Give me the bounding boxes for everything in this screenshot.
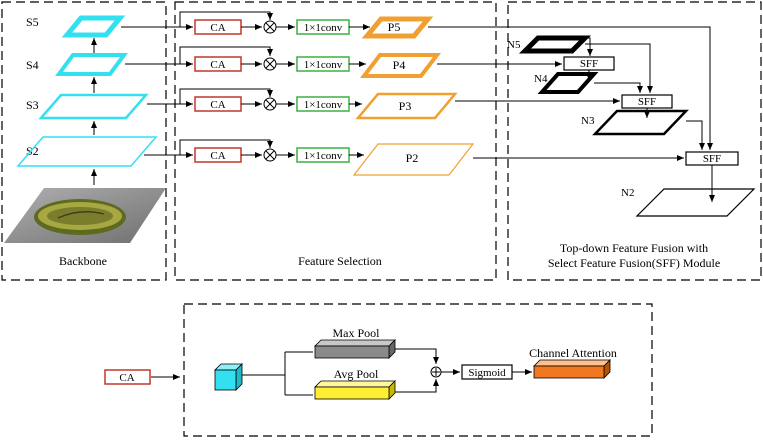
backbone-caption: Backbone bbox=[59, 254, 107, 268]
s4-skip-line bbox=[179, 46, 273, 64]
ca-label-p5: CA bbox=[210, 22, 225, 34]
n3-feature-map bbox=[592, 109, 689, 136]
input-feature-cube bbox=[214, 363, 243, 391]
n5-feature-map bbox=[518, 35, 592, 54]
ca-label-p4: CA bbox=[210, 59, 225, 71]
p2-label: P2 bbox=[406, 151, 419, 165]
feature-selection-caption: Feature Selection bbox=[298, 254, 382, 268]
s5-feature-map bbox=[61, 15, 126, 38]
fusion-panel bbox=[507, 1, 762, 281]
add-node bbox=[430, 366, 442, 378]
p5-feature-map bbox=[361, 16, 434, 39]
n3-to-sff-n2-line bbox=[686, 120, 705, 150]
n2-label: N2 bbox=[621, 187, 634, 199]
level-label-s3: S3 bbox=[26, 98, 39, 112]
n5-to-sff-n3-line bbox=[585, 43, 653, 93]
p4-label: P4 bbox=[393, 58, 406, 72]
conv-label-p5: 1×1conv bbox=[304, 22, 343, 34]
avg-pool-block bbox=[314, 380, 396, 400]
p5-label: P5 bbox=[388, 20, 401, 34]
input-leaf-image bbox=[4, 188, 166, 243]
fusion-caption-line1: Top-down Feature Fusion with bbox=[560, 241, 708, 255]
p2-feature-map bbox=[352, 143, 475, 176]
level-label-s4: S4 bbox=[26, 58, 39, 72]
s2-feature-map bbox=[16, 136, 158, 167]
n5-to-sff-n4-line bbox=[560, 37, 593, 56]
s3-feature-map bbox=[38, 93, 149, 120]
multiply-node-p4 bbox=[263, 57, 277, 71]
s4-feature-map bbox=[55, 53, 128, 76]
n5-label: N5 bbox=[507, 39, 521, 51]
ca-label-p2: CA bbox=[210, 150, 225, 162]
sff-label-n3: SFF bbox=[638, 96, 656, 108]
p3-label: P3 bbox=[399, 99, 412, 113]
sff-label-n4: SFF bbox=[580, 58, 598, 70]
p5-to-sff-n2-line bbox=[428, 26, 713, 150]
ca-module-panel bbox=[183, 303, 653, 437]
s3-skip-line bbox=[179, 88, 273, 104]
n2-feature-map bbox=[635, 188, 756, 217]
channel-attention-block bbox=[533, 359, 611, 379]
avg-pool-label: Avg Pool bbox=[334, 367, 379, 381]
max-pool-block bbox=[314, 339, 396, 359]
p4-feature-map bbox=[359, 53, 442, 78]
feature-selection-panel bbox=[174, 1, 497, 281]
avgpool-to-add-line bbox=[395, 379, 439, 393]
maxpool-to-add-line bbox=[395, 348, 439, 364]
ca-input-box bbox=[104, 369, 151, 385]
level-label-s2: S2 bbox=[26, 144, 39, 158]
backbone-panel bbox=[1, 1, 167, 281]
ca-label-p3: CA bbox=[210, 99, 225, 111]
n4-label: N4 bbox=[534, 73, 548, 85]
n4-feature-map bbox=[537, 72, 599, 94]
n3-label: N3 bbox=[581, 115, 595, 127]
s2-skip-line bbox=[179, 139, 273, 155]
multiply-node-p2 bbox=[263, 148, 277, 162]
max-pool-label: Max Pool bbox=[332, 326, 380, 340]
fusion-caption-line2: Select Feature Fusion(SFF) Module bbox=[548, 256, 720, 270]
conv-label-p4: 1×1conv bbox=[304, 59, 343, 71]
channel-attention-label: Channel Attention bbox=[529, 346, 617, 360]
multiply-node-p3 bbox=[263, 97, 277, 111]
conv-label-p2: 1×1conv bbox=[304, 150, 343, 162]
n4-to-sff-n3-line bbox=[594, 82, 643, 93]
sigmoid-label: Sigmoid bbox=[468, 367, 506, 379]
p3-feature-map bbox=[355, 92, 458, 120]
sff-label-n2: SFF bbox=[703, 153, 721, 165]
level-label-s5: S5 bbox=[26, 15, 39, 29]
s5-skip-line bbox=[179, 11, 273, 27]
multiply-node-p5 bbox=[263, 20, 277, 34]
conv-label-p3: 1×1conv bbox=[304, 99, 343, 111]
ca-input-label: CA bbox=[119, 372, 134, 384]
